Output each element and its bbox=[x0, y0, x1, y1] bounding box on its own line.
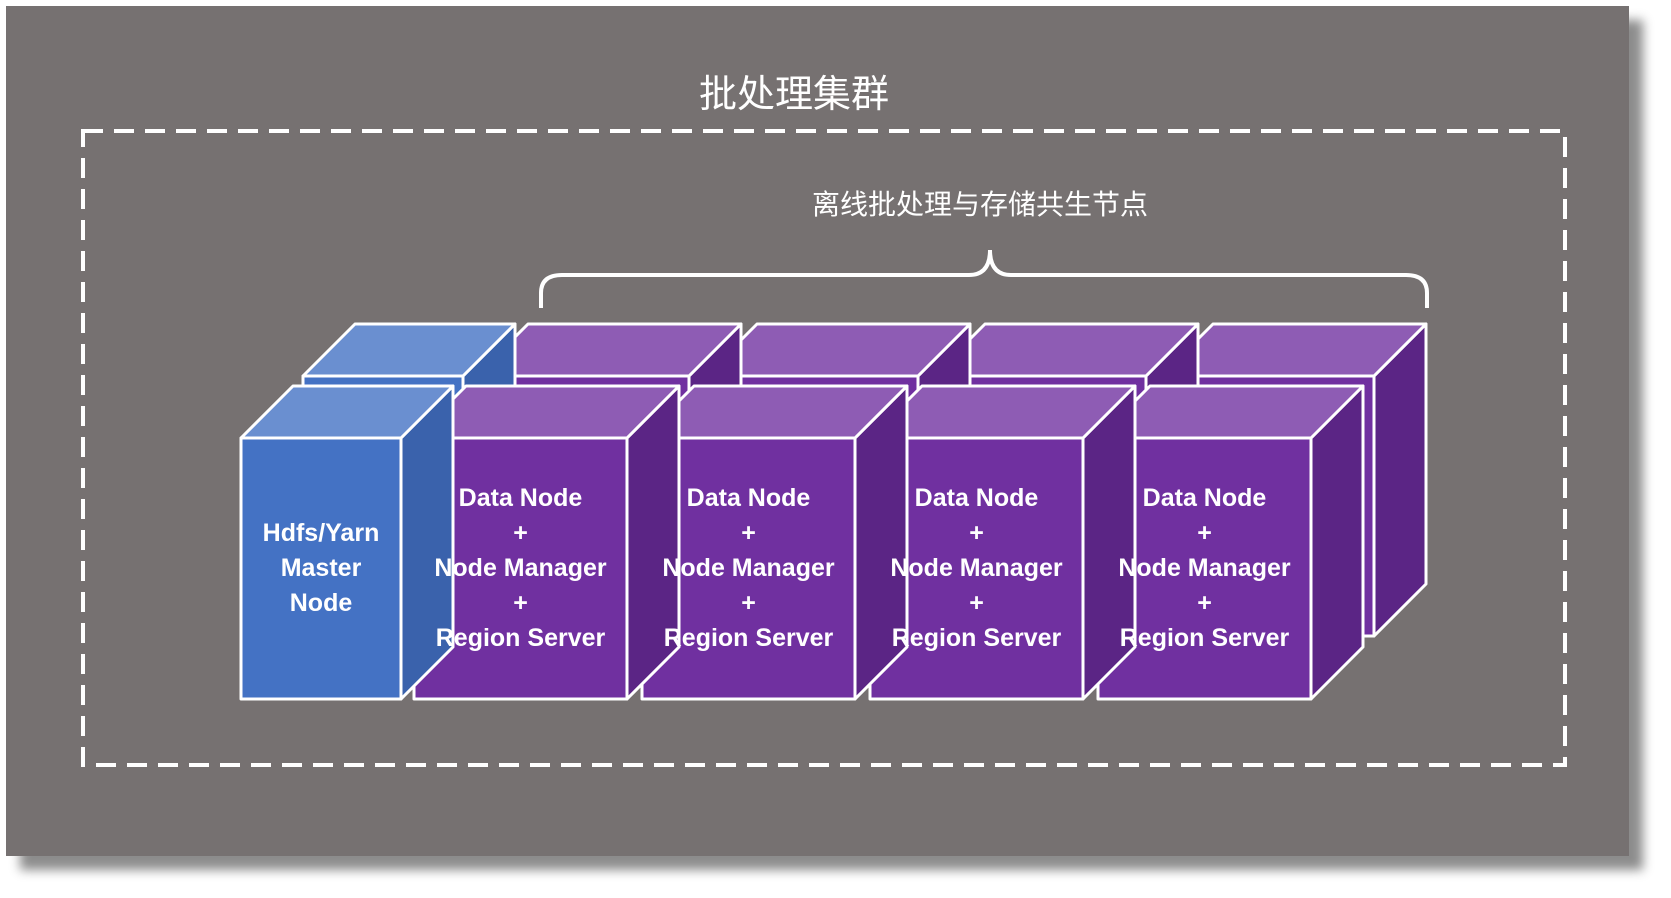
data-node-label: Data Node + Node Manager + Region Server bbox=[870, 438, 1083, 699]
node-group-label: 离线批处理与存储共生节点 bbox=[811, 188, 1148, 221]
master-node-label-line: Master bbox=[280, 554, 362, 582]
data-node-label-line: + bbox=[969, 519, 984, 547]
data-node-label-line: + bbox=[1197, 519, 1212, 547]
data-node-label-line: + bbox=[741, 519, 756, 547]
data-node-label: Data Node + Node Manager + Region Server bbox=[1098, 438, 1311, 699]
data-node bbox=[1096, 384, 1365, 701]
data-node-label-line: Region Server bbox=[891, 624, 1062, 652]
data-node-label-line: Node Manager bbox=[890, 554, 1063, 582]
data-node-label-line: Data Node bbox=[914, 484, 1039, 512]
front-row-nodes bbox=[239, 384, 1365, 701]
master-node-label-line: Node bbox=[289, 589, 353, 617]
data-node-label-line: Node Manager bbox=[662, 554, 835, 582]
data-node-label-line: + bbox=[513, 589, 528, 617]
data-node-label: Data Node + Node Manager + Region Server bbox=[414, 438, 627, 699]
data-node-label-line: + bbox=[741, 589, 756, 617]
data-node-label-line: Node Manager bbox=[434, 554, 607, 582]
master-node bbox=[239, 384, 455, 701]
data-node bbox=[868, 384, 1137, 701]
back-data-node-side bbox=[1372, 322, 1428, 638]
data-node-label-line: + bbox=[969, 589, 984, 617]
data-node bbox=[640, 384, 909, 701]
data-node-label-line: Region Server bbox=[435, 624, 606, 652]
node-group-brace bbox=[539, 249, 1429, 308]
cluster-title: 批处理集群 bbox=[698, 72, 889, 116]
data-node-side bbox=[1309, 384, 1365, 701]
data-node-label-line: Region Server bbox=[663, 624, 834, 652]
data-node-label-line: Data Node bbox=[686, 484, 811, 512]
data-node-label-line: + bbox=[513, 519, 528, 547]
data-node-label-line: Node Manager bbox=[1118, 554, 1291, 582]
data-node-label-line: Data Node bbox=[1142, 484, 1267, 512]
cluster-boundary bbox=[81, 129, 1567, 767]
data-node-label: Data Node + Node Manager + Region Server bbox=[642, 438, 855, 699]
data-node-label-line: + bbox=[1197, 589, 1212, 617]
master-node-front bbox=[239, 436, 403, 701]
data-node-label-line: Region Server bbox=[1119, 624, 1290, 652]
master-node-label-line: Hdfs/Yarn bbox=[262, 519, 380, 547]
data-node-label-line: Data Node bbox=[458, 484, 583, 512]
